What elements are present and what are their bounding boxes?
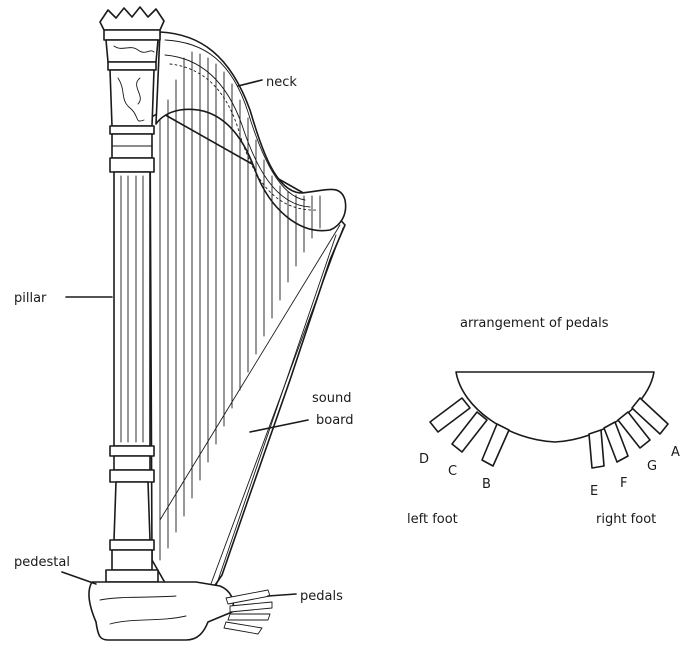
pedal-base [456, 372, 654, 442]
pedal-letter-f: F [620, 476, 627, 491]
pedal-bar-d [430, 398, 470, 432]
pedal-arrangement-diagram: arrangement of pedals D C B E F G A left… [407, 316, 680, 527]
pedal-letter-a: A [671, 445, 680, 460]
left-foot-label: left foot [407, 512, 458, 527]
pillar-crown [100, 7, 164, 30]
pedestal-label: pedestal [14, 555, 70, 570]
pedestal-leader-line [62, 572, 96, 584]
pedals-label: pedals [300, 589, 343, 604]
pedals-leader-line [268, 594, 296, 596]
harp-drawing [62, 7, 346, 640]
pedal-letter-g: G [647, 459, 657, 474]
pedal-bar-e [589, 430, 604, 468]
right-foot-label: right foot [596, 512, 656, 527]
neck-leader-line [238, 80, 262, 86]
sound-board [150, 112, 345, 602]
harp-pedestal [89, 582, 233, 640]
pedal-letter-c: C [448, 464, 457, 479]
pedal-letter-b: B [482, 477, 491, 492]
neck-label: neck [266, 75, 297, 90]
pedal-bar-b [482, 424, 509, 466]
pillar-label: pillar [14, 291, 47, 306]
pedal-letter-e: E [590, 484, 598, 499]
sound-board-label-line1: sound [312, 391, 351, 406]
harp-pedals [224, 590, 272, 634]
pedal-diagram-title: arrangement of pedals [460, 316, 609, 331]
pedal-letter-d: D [419, 452, 429, 467]
sound-board-label-line2: board [316, 413, 354, 428]
